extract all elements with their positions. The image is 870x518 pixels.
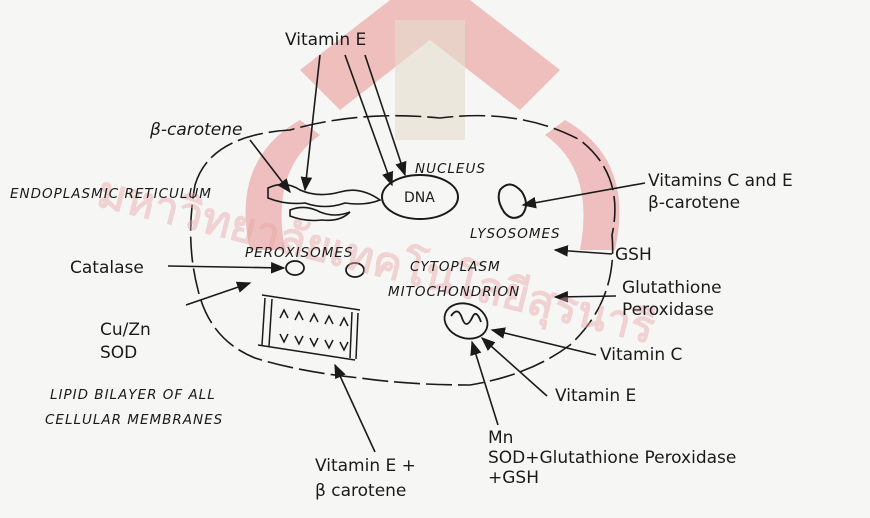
vitamin-e-plus-label: Vitamin E + (315, 456, 416, 476)
lysosome-shape (499, 184, 526, 217)
cuzn-label: Cu/Zn (100, 320, 151, 340)
lipid-bilayer-label-1: LIPID BILAYER OF ALL (50, 385, 216, 405)
nucleus-label: NUCLEUS (415, 159, 486, 179)
vitamins-c-e-beta-label: β-carotene (648, 193, 740, 213)
mitochondrion-label: MITOCHONDRION (388, 282, 520, 302)
glutathione-label: Glutathione (622, 278, 722, 298)
lysosomes-label: LYSOSOMES (470, 224, 561, 244)
mn-label: Mn (488, 428, 513, 448)
gsh-label: GSH (615, 245, 652, 265)
mn-sod-gpx-label: SOD+Glutathione Peroxidase (488, 448, 736, 468)
vitamin-e-mito-label: Vitamin E (555, 386, 636, 406)
dna-label: DNA (404, 188, 435, 208)
catalase-label: Catalase (70, 258, 144, 278)
beta-carotene-label: β-carotene (150, 120, 243, 140)
cytoplasm-label: CYTOPLASM (410, 257, 501, 277)
peroxidase-label: Peroxidase (622, 300, 714, 320)
vitamins-c-e-label: Vitamins C and E (648, 171, 793, 191)
lipid-bilayer-shape (258, 295, 360, 360)
vitamin-e-top-label: Vitamin E (285, 30, 366, 50)
mn-gsh-label: +GSH (488, 468, 539, 488)
er-label: ENDOPLASMIC RETICULUM (10, 184, 212, 204)
lipid-bilayer-label-2: CELLULAR MEMBRANES (45, 410, 223, 430)
sod-label: SOD (100, 343, 137, 363)
beta-carotene-bottom-label: β carotene (315, 481, 406, 501)
peroxisomes-label: PEROXISOMES (245, 243, 354, 263)
vitamin-c-label: Vitamin C (600, 345, 682, 365)
